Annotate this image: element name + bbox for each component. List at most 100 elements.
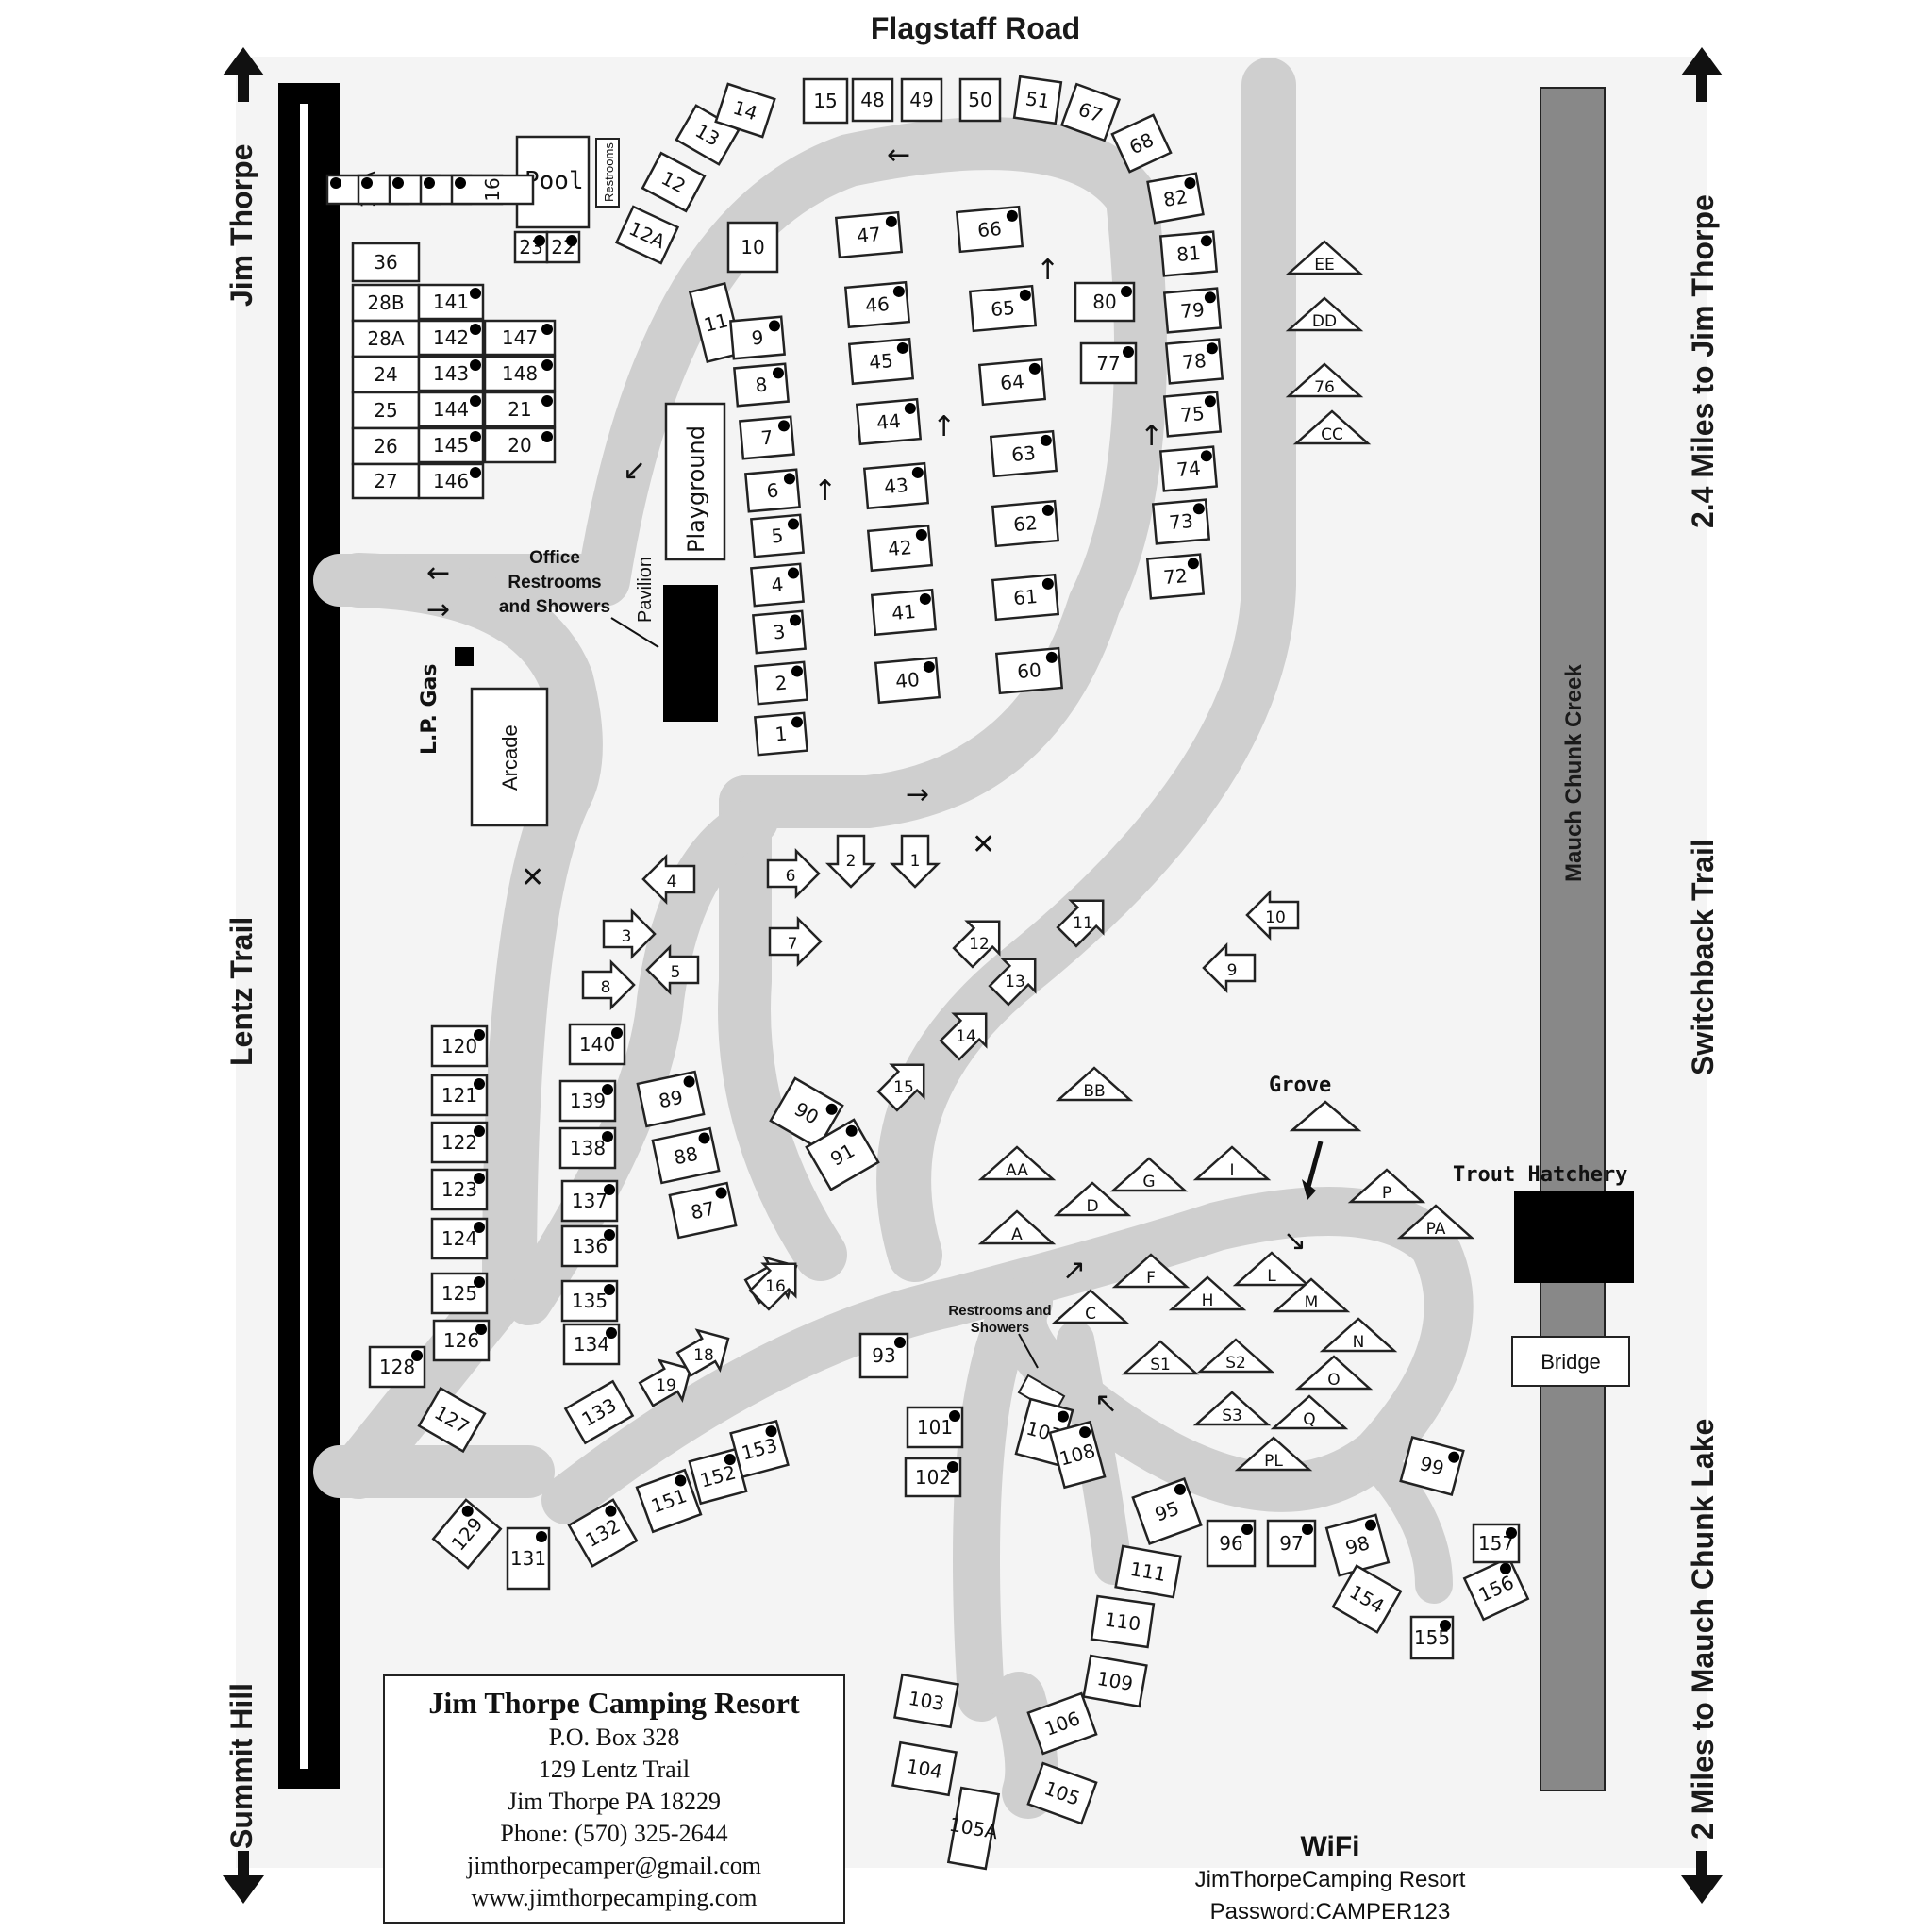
campsite: 132: [567, 1498, 639, 1568]
tent-site-label: DD: [1312, 312, 1337, 331]
hookup-dot-icon: [474, 1276, 485, 1288]
tent-site: M: [1272, 1277, 1351, 1313]
hookup-dot-icon: [470, 395, 481, 407]
campsite: 74: [1158, 445, 1219, 492]
hookup-dot-icon: [1499, 1562, 1511, 1574]
campsite: 28A: [351, 319, 421, 358]
campsite: 153: [729, 1419, 790, 1479]
campsite: 16: [450, 174, 535, 206]
campsite-number: 62: [1012, 511, 1038, 536]
campsite-number: 110: [1103, 1607, 1141, 1635]
arrow-site-label: 15: [893, 1078, 914, 1097]
hookup-dot-icon: [470, 324, 481, 335]
wifi-password: Password:CAMPER123: [1209, 1899, 1451, 1924]
campsite-number: 102: [915, 1466, 951, 1489]
hookup-dot-icon: [411, 1350, 423, 1361]
tent-site-label: C: [1085, 1305, 1096, 1324]
arrow-site-label: 8: [601, 978, 611, 997]
tent-site: 76: [1285, 362, 1364, 398]
hookup-dot-icon: [461, 1505, 474, 1517]
campsite: 79: [1162, 287, 1223, 334]
hookup-dot-icon: [783, 473, 795, 485]
campsite-number: 10: [741, 236, 764, 258]
campsite: 99: [1399, 1436, 1465, 1496]
hookup-dot-icon: [474, 1222, 485, 1233]
hookup-dot-icon: [683, 1075, 695, 1088]
campsite: 64: [977, 358, 1047, 407]
arrow-site-shape: [824, 834, 877, 889]
campsite: 9: [729, 315, 786, 360]
campsite: 50: [958, 77, 1002, 123]
hookup-dot-icon: [1028, 362, 1041, 375]
campsite-number: 60: [1016, 658, 1041, 683]
tent-site: S1: [1121, 1340, 1200, 1375]
campsite-number: 143: [433, 362, 469, 385]
campsite-number: 77: [1096, 352, 1120, 375]
tent-site: BB: [1055, 1066, 1134, 1102]
tent-site-label: S2: [1225, 1354, 1246, 1373]
hookup-dot-icon: [606, 1327, 617, 1339]
campsite: 127: [417, 1386, 487, 1454]
mauch-chunk-creek-label: Mauch Chunk Creek: [1561, 664, 1587, 882]
hookup-dot-icon: [604, 1184, 615, 1195]
arrow-site: 19: [638, 1358, 692, 1407]
hookup-dot-icon: [1187, 558, 1199, 570]
tent-site-label: PL: [1264, 1452, 1283, 1471]
campsite-number: 120: [441, 1035, 477, 1058]
edge-arrows: [223, 47, 1723, 1904]
campsite-number: 147: [502, 326, 538, 349]
hookup-dot-icon: [885, 215, 897, 227]
campsite: 122: [430, 1121, 489, 1164]
arrow-site: 7: [768, 915, 823, 968]
campsite: 5: [750, 513, 805, 558]
campsite: 41: [870, 588, 938, 637]
campsite-number: 11: [702, 308, 731, 336]
tent-site-label: P: [1382, 1184, 1391, 1203]
wifi-info: WiFi JimThorpeCamping Resort Password:CA…: [1113, 1830, 1547, 1928]
campsite: 139: [558, 1079, 617, 1123]
arrow-site-label: 14: [956, 1027, 976, 1046]
hookup-dot-icon: [605, 1505, 617, 1517]
campsite-number: 128: [379, 1356, 415, 1378]
campsite-number: 1: [774, 722, 789, 745]
arrow-site: 15: [876, 1063, 925, 1112]
arrow-site: 3: [602, 908, 657, 960]
campsite: 51: [1012, 75, 1063, 125]
website[interactable]: www.jimthorpecamping.com: [471, 1884, 758, 1911]
arrow-site-shape: [876, 1063, 925, 1112]
bridge: Bridge: [1511, 1336, 1630, 1387]
arrow-site-shape: [1202, 941, 1257, 994]
campsite-number: 64: [999, 370, 1024, 394]
jim-thorpe-label: Jim Thorpe: [225, 144, 258, 307]
hookup-dot-icon: [470, 359, 481, 371]
campsite: 66: [955, 205, 1024, 254]
arrow-site: 14: [939, 1012, 988, 1061]
hookup-dot-icon: [474, 1173, 485, 1184]
email[interactable]: jimthorpecamper@gmail.com: [466, 1852, 761, 1879]
campsite: 144: [417, 391, 485, 428]
tent-site: F: [1111, 1253, 1191, 1289]
road-direction-arrows: ← → ← → ↑ ↑ ↑ ↑ ↙ ↘ ↗ ↖ ✕ ✕: [426, 139, 1307, 1420]
hookup-dot-icon: [1302, 1524, 1313, 1535]
campsite: 4: [750, 562, 805, 608]
campsite-number: 123: [441, 1178, 477, 1201]
playground-label: Playground: [683, 425, 709, 553]
campsite: 103: [893, 1673, 959, 1729]
pool-restrooms-label: Restrooms: [602, 142, 616, 202]
campsite: 105A: [946, 1786, 1001, 1871]
arrow-site-label: 18: [693, 1346, 714, 1365]
campsite: 96: [1206, 1519, 1257, 1568]
arrow-site-shape: [748, 1262, 797, 1311]
campsite-number: 125: [441, 1282, 477, 1305]
hookup-dot-icon: [845, 1124, 858, 1137]
campsite: 80: [1074, 281, 1136, 323]
campsite-number: 131: [510, 1547, 546, 1570]
arrow-site: 6: [766, 847, 821, 900]
restrooms-showers-line-2: Showers: [971, 1320, 1030, 1336]
campsite: 154: [1331, 1564, 1403, 1634]
campsite-number: 122: [441, 1131, 477, 1154]
campsite-number: 63: [1010, 441, 1036, 466]
campsite: 87: [668, 1181, 738, 1240]
arrow-site-label: 5: [671, 963, 681, 982]
campsite: 47: [834, 210, 904, 259]
